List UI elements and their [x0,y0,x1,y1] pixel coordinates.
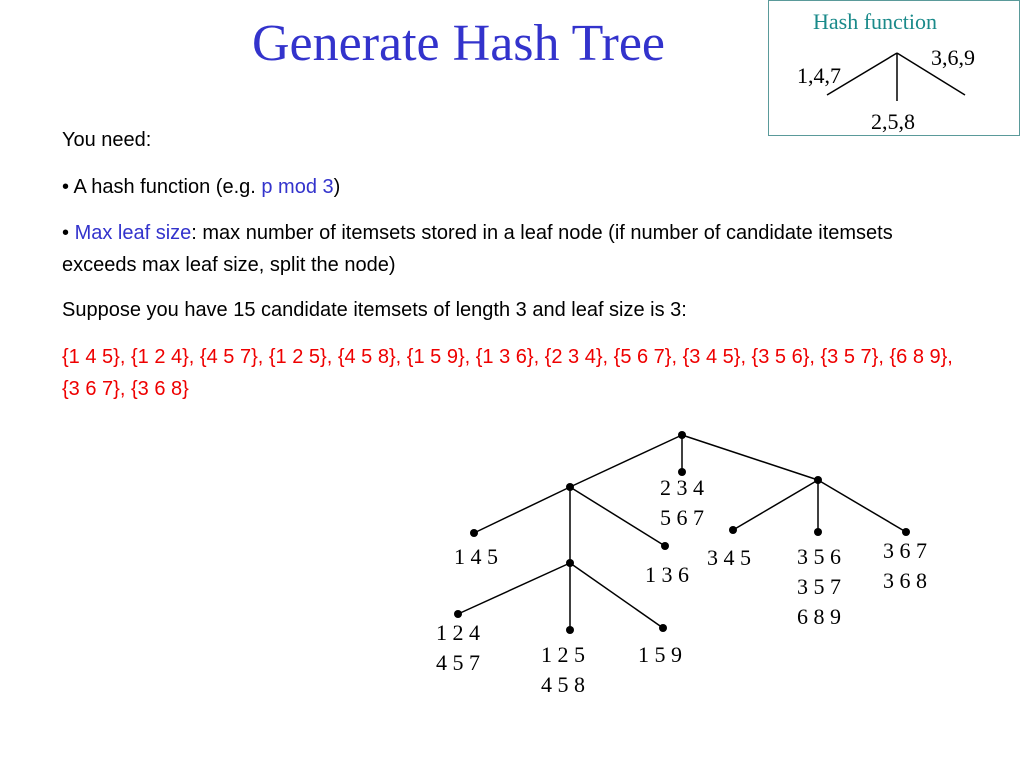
leaf-356-357-689: 3 5 6 3 5 7 6 8 9 [797,542,841,632]
edge-root-left [569,434,683,488]
edge-right-to-345 [732,479,819,531]
node-145 [470,529,478,537]
leaf-159: 1 5 9 [638,640,682,670]
bullet-hash-function: • A hash function (e.g. p mod 3) [62,171,962,203]
tree-edges [457,434,907,630]
leaf-line: 1 2 5 [541,642,585,667]
leaf-136: 1 3 6 [645,560,689,590]
node-left [566,483,574,491]
node-367 [902,528,910,536]
edge-mid-to-124 [457,562,571,615]
bullet-max-leaf-size: • Max leaf size: max number of itemsets … [62,217,962,281]
you-need-text: You need: [62,129,152,151]
p-mod-3-highlight: p mod 3 [261,176,334,198]
hash-branch-middle-label: 2,5,8 [871,109,915,134]
leaf-line: 6 8 9 [797,604,841,629]
node-124 [454,610,462,618]
leaf-234-567: 2 3 4 5 6 7 [660,473,704,533]
node-root [678,431,686,439]
max-leaf-size-highlight: Max leaf size [74,222,192,244]
leaf-line: 2 3 4 [660,475,704,500]
hash-function-title: Hash function [813,9,938,34]
leaf-line: 1 5 9 [638,642,682,667]
leaf-145: 1 4 5 [454,542,498,572]
suppose-text: Suppose you have 15 candidate itemsets o… [62,299,687,321]
hash-branch-right-label: 3,6,9 [931,45,975,70]
leaf-line: 4 5 8 [541,672,585,697]
bullet1-suffix: ) [333,176,341,198]
edge-right-to-367 [817,479,907,533]
node-left-mid [566,559,574,567]
node-356 [814,528,822,536]
node-125 [566,626,574,634]
leaf-line: 3 6 8 [883,568,927,593]
node-345 [729,526,737,534]
bullet2-prefix: • [62,222,75,244]
leaf-124-457: 1 2 4 4 5 7 [436,618,480,678]
leaf-line: 3 5 6 [797,544,841,569]
hash-branch-left-label: 1,4,7 [797,63,841,88]
node-136 [661,542,669,550]
leaf-line: 4 5 7 [436,650,480,675]
hash-function-diagram [826,52,966,101]
edge-left-to-136 [569,486,666,547]
hash-root-to-right [896,52,966,96]
leaf-125-458: 1 2 5 4 5 8 [541,640,585,700]
hash-root-to-left [826,52,898,96]
candidate-itemsets: {1 4 5}, {1 2 4}, {4 5 7}, {1 2 5}, {4 5… [62,346,953,400]
leaf-line: 1 2 4 [436,620,480,645]
edge-left-to-145 [473,486,571,534]
slide-title: Generate Hash Tree [252,15,665,72]
leaf-line: 5 6 7 [660,505,704,530]
tree-nodes [454,431,910,634]
node-middle-leaf [678,468,686,476]
bullet2-text: : max number of itemsets stored in a lea… [62,222,893,276]
node-159 [659,624,667,632]
node-right [814,476,822,484]
leaf-line: 1 3 6 [645,562,689,587]
leaf-345: 3 4 5 [707,543,751,573]
bullet1-prefix: • A hash function (e.g. [62,176,262,198]
leaf-line: 3 5 7 [797,574,841,599]
leaf-line: 3 6 7 [883,538,927,563]
leaf-line: 1 4 5 [454,544,498,569]
leaf-line: 3 4 5 [707,545,751,570]
hash-function-box: Hash function 1,4,7 2,5,8 3,6,9 [768,0,1020,136]
leaf-367-368: 3 6 7 3 6 8 [883,536,927,596]
edge-root-right [681,434,819,481]
edge-mid-to-159 [569,562,664,629]
